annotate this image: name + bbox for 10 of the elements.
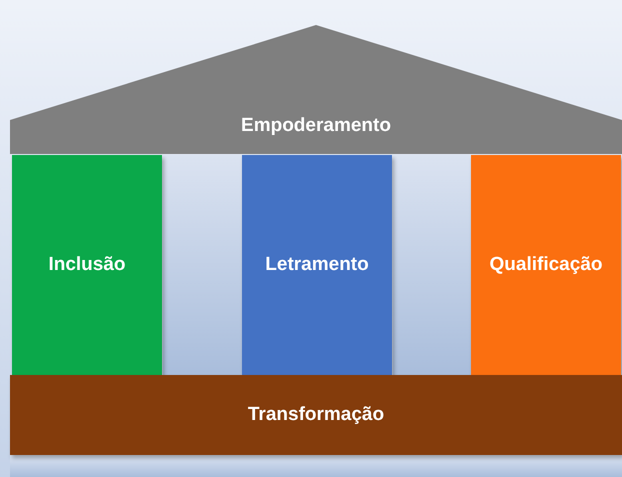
base-band [10,375,622,455]
label-text: Inclusão [48,254,126,276]
pillar [242,155,392,375]
label-text: Empoderamento [241,114,391,136]
label-text: Letramento [265,254,369,276]
pillar [471,155,621,375]
roof-shape [10,25,622,154]
label-text: Qualificação [490,254,602,276]
pillar [12,155,162,375]
label-text: Transformação [248,404,384,426]
